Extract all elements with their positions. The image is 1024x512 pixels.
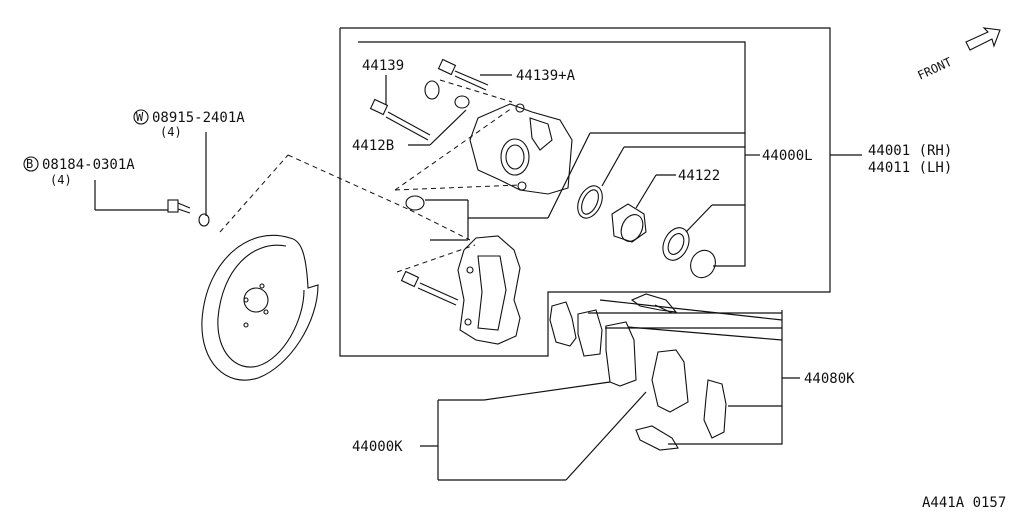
caliper-pins [369, 58, 489, 306]
backing-plate [201, 234, 319, 381]
inner-caliper-box [358, 41, 746, 267]
label-44139: 44139 [362, 58, 404, 74]
label-44128: 4412B [352, 138, 394, 154]
outer-caliper-box [339, 27, 831, 357]
washer-qty: (4) [160, 125, 182, 139]
bolt-qty: (4) [50, 173, 72, 187]
brake-pads [549, 293, 727, 451]
figure-id: A441A 0157 [922, 495, 1006, 511]
pad-inner [605, 321, 637, 387]
washer-code: 08915-2401A [152, 110, 245, 126]
piston-assembly [577, 185, 716, 279]
shim-inner [577, 309, 603, 357]
pin-bolt-upper [437, 58, 489, 91]
front-arrow-icon [965, 27, 1001, 51]
label-44139a: 44139+A [516, 68, 576, 84]
label-44000k: 44000K [352, 439, 403, 455]
pad-group-bracket [668, 310, 783, 445]
bolt-callout: B 08184-0301A (4) [23, 156, 135, 187]
label-44000l: 44000L [762, 148, 813, 164]
label-44011: 44011 (LH) [868, 160, 952, 176]
piston-boot [662, 227, 690, 261]
piston [611, 203, 647, 243]
pad-clip-upper [630, 293, 678, 313]
piston-seal [577, 185, 603, 219]
leader-lines [94, 74, 862, 481]
washer-part [198, 213, 210, 227]
label-44001: 44001 (RH) [868, 143, 952, 159]
pin-bolt-lower [400, 270, 459, 306]
label-44080k: 44080K [804, 371, 855, 387]
pin-bushing-mid [454, 95, 470, 109]
pad-clip-lower [635, 425, 679, 451]
washer-symbol: W [136, 110, 144, 124]
shim-outer [549, 301, 577, 347]
label-44122: 44122 [678, 168, 720, 184]
pin-bolt-mid [369, 98, 431, 141]
anti-squeal-shim [703, 379, 727, 439]
caliper-bracket [457, 235, 521, 345]
front-label: FRONT [915, 55, 954, 83]
caliper-body [469, 103, 573, 195]
assembly-dashes [219, 79, 521, 273]
bolt-code: 08184-0301A [42, 157, 135, 173]
pin-bushing-upper [424, 80, 440, 100]
bolt-part [167, 199, 191, 214]
washer-callout: W 08915-2401A (4) [133, 109, 245, 139]
bolt-symbol: B [26, 157, 33, 171]
cap [690, 249, 716, 279]
pad-outer [651, 349, 689, 413]
pin-boot [405, 195, 425, 211]
